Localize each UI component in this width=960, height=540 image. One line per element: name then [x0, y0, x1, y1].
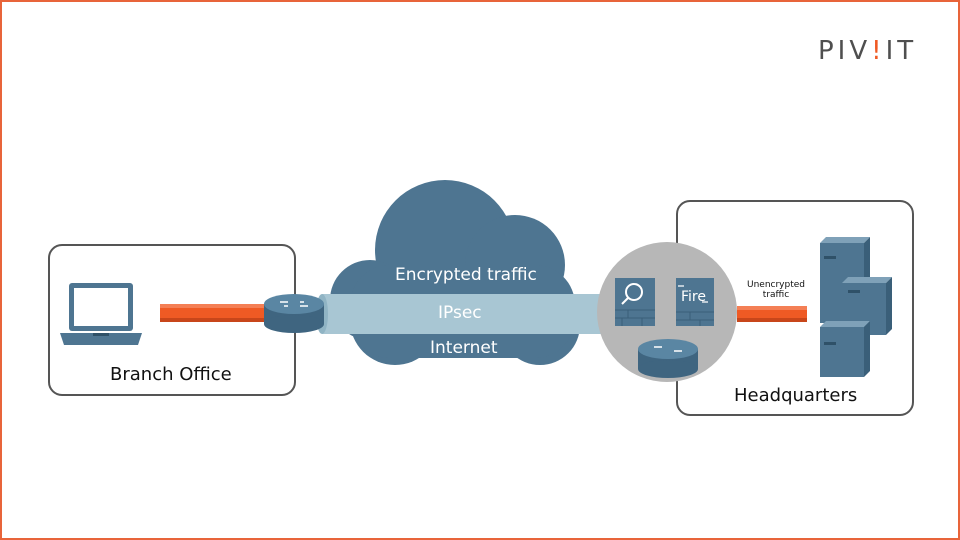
pivit-logo: PIV!IT: [818, 36, 918, 66]
firewall-icon: [676, 278, 714, 326]
internet-label: Internet: [430, 338, 498, 358]
branch-cable: [160, 304, 266, 322]
unencrypted-traffic-label: Unencrypted traffic: [738, 280, 814, 300]
branch-router-icon: [264, 294, 324, 333]
unencrypted-line1: Unencrypted: [747, 280, 805, 290]
headquarters-label: Headquarters: [734, 385, 858, 406]
ipsec-label: IPsec: [438, 303, 482, 323]
unencrypted-line2: traffic: [762, 290, 790, 300]
firewall-label: Fire: [681, 289, 706, 305]
hq-router-icon: [638, 339, 698, 378]
firewall-inspect-icon: [615, 278, 655, 326]
server-stack-icon: [820, 237, 892, 377]
hq-cable: [737, 306, 807, 322]
hq-gateway-circle: [597, 242, 737, 382]
laptop-icon: [60, 283, 142, 345]
encrypted-traffic-label: Encrypted traffic: [395, 265, 537, 285]
branch-office-label: Branch Office: [110, 364, 232, 385]
